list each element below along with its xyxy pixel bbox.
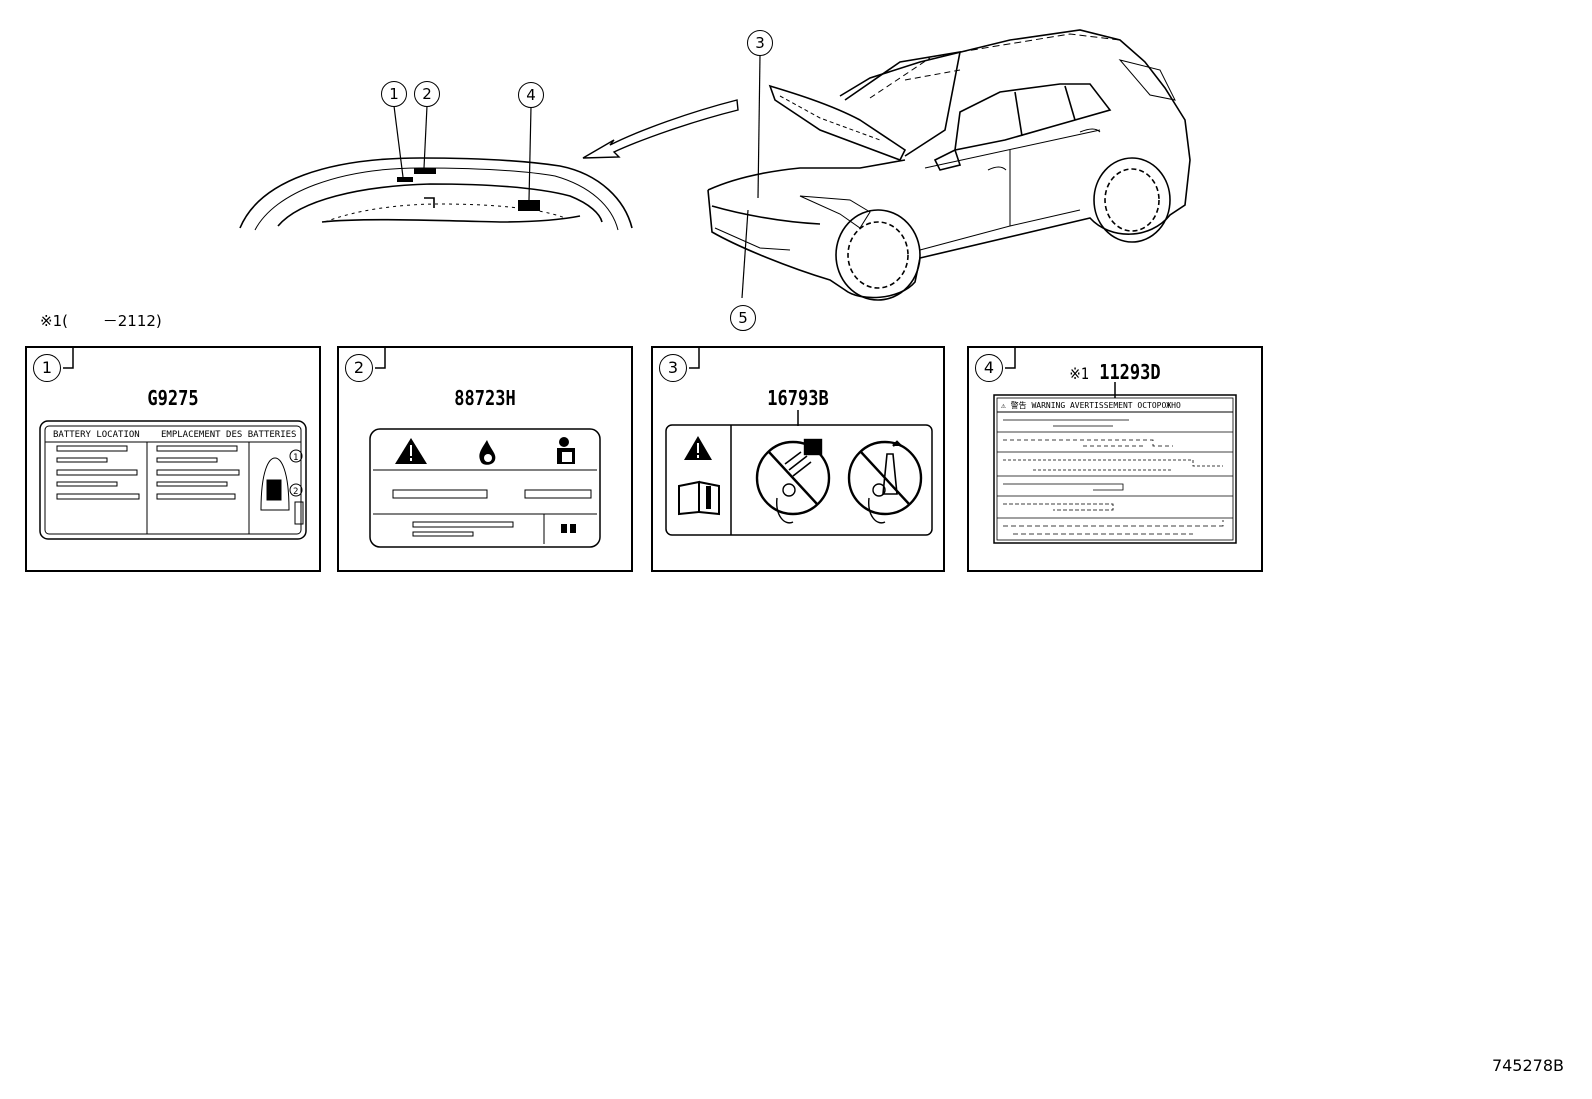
book-info-icon: [678, 480, 720, 516]
warning-triangle-icon: [395, 438, 427, 464]
car-drawing: [707, 29, 1191, 301]
footnote-1: ※1( －2112): [40, 312, 162, 330]
panel-number-2: 2: [345, 354, 373, 382]
part-prefix: ※1: [1069, 364, 1089, 383]
radiator-warning-label: [665, 424, 933, 536]
diagram-id: 745278B: [1491, 1056, 1564, 1075]
direction-arrow: [582, 99, 739, 159]
panel-number-rule: [63, 348, 74, 369]
callout-1[interactable]: 1: [381, 81, 407, 107]
manual-reader-icon: [557, 437, 575, 464]
part-number-2: 88723H: [454, 386, 516, 410]
marker-1-text: 1: [293, 453, 298, 463]
part-number-4: ※1 11293D: [991, 360, 1239, 384]
label-panel-1: 1 G9275 BATTERY LOCATION EMPLACEMENT DES…: [25, 346, 321, 572]
panel-number-4: 4: [975, 354, 1003, 382]
no-spray-icon: [847, 440, 923, 524]
callout-3[interactable]: 3: [747, 30, 773, 56]
hood-underside-drawing: [239, 157, 633, 231]
panel-number-1: 1: [33, 354, 61, 382]
general-warning-label: ⚠ 警告 WARNING AVERTISSEMENT ОСТОРОЖНО: [993, 394, 1237, 544]
callout-4[interactable]: 4: [518, 82, 544, 108]
part-number-1: G9275: [147, 386, 199, 410]
hood-label-2-marker: [414, 168, 436, 174]
fire-icon: [479, 440, 496, 465]
warning-triangle-icon: [684, 436, 712, 460]
marker-2-text: 2: [293, 487, 298, 497]
callout-5[interactable]: 5: [730, 305, 756, 331]
panel-number-rule: [375, 348, 386, 369]
hood-label-4-marker: [518, 200, 540, 211]
panel-number-3: 3: [659, 354, 687, 382]
panel-number-rule: [689, 348, 799, 426]
battery-location-label: BATTERY LOCATION EMPLACEMENT DES BATTERI…: [39, 420, 307, 540]
label-panel-2: 2 88723H: [337, 346, 633, 572]
part-number-3: 16793B: [767, 386, 829, 410]
no-pressure-wash-icon: [755, 438, 831, 524]
part-code: 11293D: [1099, 360, 1161, 384]
emplacement-heading: EMPLACEMENT DES BATTERIES: [161, 430, 296, 440]
hybrid-warning-label: [369, 428, 601, 548]
warning-heading: ⚠ 警告 WARNING AVERTISSEMENT ОСТОРОЖНО: [1001, 400, 1181, 410]
hood-label-1-marker: [397, 177, 413, 182]
label-panel-4: 4 ※1 11293D ⚠ 警告 WARNING AVERTISSEMENT О…: [967, 346, 1263, 572]
battery-location-heading: BATTERY LOCATION: [53, 430, 140, 440]
label-panel-3: 3 16793B: [651, 346, 945, 572]
callout-2[interactable]: 2: [414, 81, 440, 107]
hood-car-illustration: [239, 29, 1191, 301]
